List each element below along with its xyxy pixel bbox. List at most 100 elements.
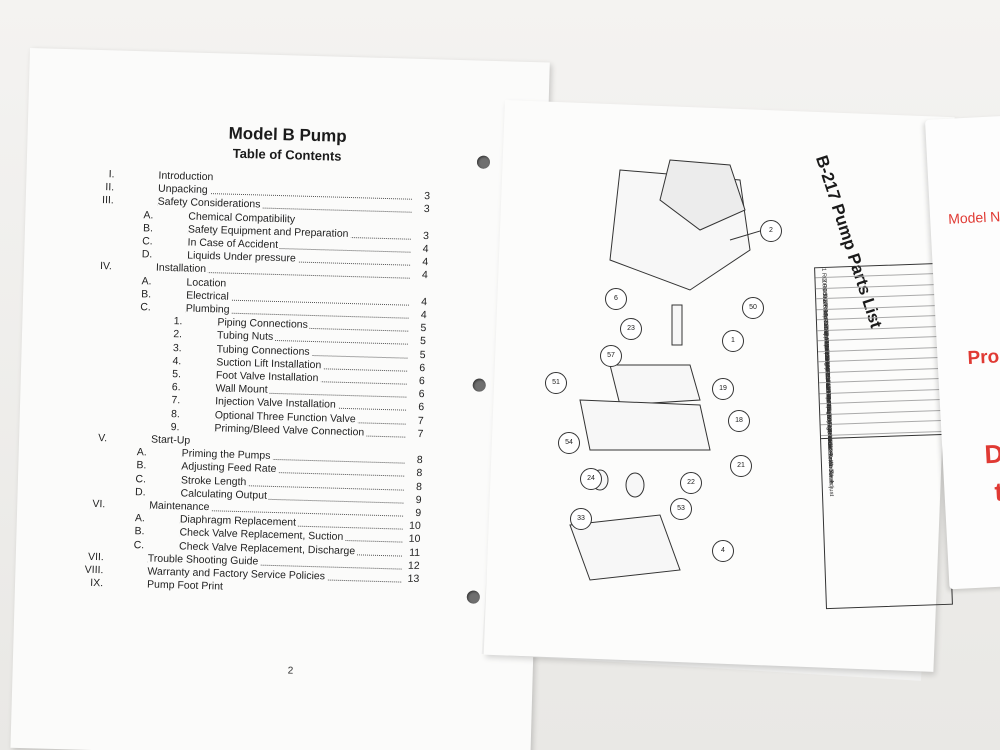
part-callout: 33 [570, 508, 592, 530]
page-number: 2 [287, 665, 294, 677]
toc-entry-text: Wall Mount [215, 382, 270, 397]
toc-number: VII. [87, 550, 104, 564]
toc-number: III. [101, 194, 114, 207]
toc-number: C. [140, 301, 151, 314]
toc-page-number: 8 [416, 454, 423, 467]
toc-number: C. [135, 472, 147, 485]
toc-page-number: 6 [418, 401, 425, 414]
toc-number: 3. [172, 341, 182, 354]
part-callout: 4 [712, 540, 734, 562]
toc-number: II. [105, 181, 115, 194]
toc-page-number: 7 [417, 414, 424, 427]
toc-page-number: 8 [415, 480, 423, 493]
toc-entry-text: Pump Foot Print [146, 578, 226, 593]
toc-page-number: 4 [422, 243, 429, 256]
toc-entry-text: Priming the Pumps [181, 447, 273, 463]
toc-number: 9. [170, 420, 180, 434]
toc-page-number: 5 [419, 348, 426, 361]
parts-row-text: 54 R0062 Knob Timer [825, 425, 834, 484]
toc-page-number: 13 [407, 572, 420, 586]
toc-number: I. [108, 168, 115, 181]
toc-page-number: 3 [422, 229, 430, 243]
toc-page-number: 6 [418, 374, 426, 388]
binding-hole [466, 590, 481, 604]
knob-part [625, 472, 645, 498]
toc-number: 2. [173, 328, 183, 341]
toc-entry-text: Maintenance [149, 499, 212, 514]
part-callout: 6 [605, 288, 627, 310]
part-callout: 22 [680, 472, 702, 494]
toc-number: 4. [172, 354, 182, 368]
toc-number: D. [141, 248, 153, 261]
toc-page-number: 6 [418, 388, 425, 401]
toc-number: 8. [170, 407, 181, 420]
toc-page-number: 4 [421, 295, 428, 308]
exploded-pump-diagram [569, 159, 781, 581]
toc-number: A. [136, 446, 147, 459]
part-callout: 24 [580, 468, 602, 490]
pump-dome [659, 159, 746, 231]
part-callout: 51 [545, 372, 567, 394]
toc-number: V. [97, 432, 108, 445]
toc-entry-text: Unpacking [157, 182, 210, 197]
toc-number: C. [133, 538, 145, 551]
shaft-part [671, 304, 683, 346]
toc-number: IV. [99, 260, 113, 273]
toc-page-number: 4 [421, 269, 428, 282]
toc-entry-text: Plumbing [185, 302, 232, 316]
toc-page-number: 5 [420, 322, 427, 335]
toc-entry-text: Adjusting Feed Rate [181, 460, 279, 476]
toc-entry-text: Stroke Length [180, 473, 249, 488]
toc-entry-text: Start-Up [150, 433, 193, 447]
toc-number: VI. [92, 497, 106, 511]
part-callout: 57 [600, 345, 622, 367]
toc-entry-text: In Case of Accident [187, 236, 281, 252]
envelope-prod-text: Prod [966, 345, 1000, 370]
toc-page-number: 12 [407, 559, 420, 572]
toc-page-number: 3 [424, 190, 431, 203]
toc-number: D. [134, 485, 146, 499]
part-callout: 23 [620, 318, 642, 340]
toc-page: Model B Pump Table of Contents I.Introdu… [10, 48, 550, 750]
toc-number: A. [143, 208, 154, 222]
envelope-model-text: Model N [947, 208, 1000, 227]
toc-entry-text: Piping Connections [217, 316, 311, 332]
part-callout: 2 [760, 220, 782, 242]
toc-page-number: 11 [408, 546, 421, 559]
toc-number: IX. [90, 577, 104, 590]
toc-number: 6. [171, 381, 181, 394]
toc-number: A. [141, 274, 152, 288]
toc-number: 7. [171, 394, 181, 407]
motor-plate [609, 364, 701, 406]
envelope-do-text: Do [983, 437, 1000, 470]
toc-number: B. [136, 459, 147, 472]
toc-entry-text: Tubing Connections [216, 342, 312, 358]
toc-page-number: 6 [419, 361, 426, 374]
part-callout: 50 [742, 297, 764, 319]
toc-page-number: 8 [416, 467, 423, 480]
part-callout: 53 [670, 498, 692, 520]
part-callout: 18 [728, 410, 750, 432]
toc-page-number: 9 [415, 493, 422, 506]
toc-page-number: 7 [417, 427, 424, 440]
envelope-th-text: th [993, 475, 1000, 507]
toc-entry-text: Calculating Output [180, 487, 270, 502]
toc-page-number: 5 [419, 335, 427, 348]
part-callout: 21 [730, 455, 752, 477]
toc-number: A. [134, 512, 146, 525]
toc-number: 1. [173, 315, 183, 328]
toc-page-number: 10 [408, 533, 421, 546]
pump-panel [569, 514, 681, 581]
toc-entry-text: Tubing Nuts [216, 329, 276, 344]
toc-page-number: 9 [415, 506, 422, 520]
toc-entry-text: Installation [155, 261, 209, 276]
toc-page-number: 4 [422, 256, 429, 269]
part-callout: 54 [558, 432, 580, 454]
base-body [579, 399, 711, 451]
toc-number: VIII. [84, 563, 104, 577]
part-callout: 19 [712, 378, 734, 400]
toc-number: C. [141, 235, 153, 248]
toc-page-number: 3 [423, 203, 430, 216]
